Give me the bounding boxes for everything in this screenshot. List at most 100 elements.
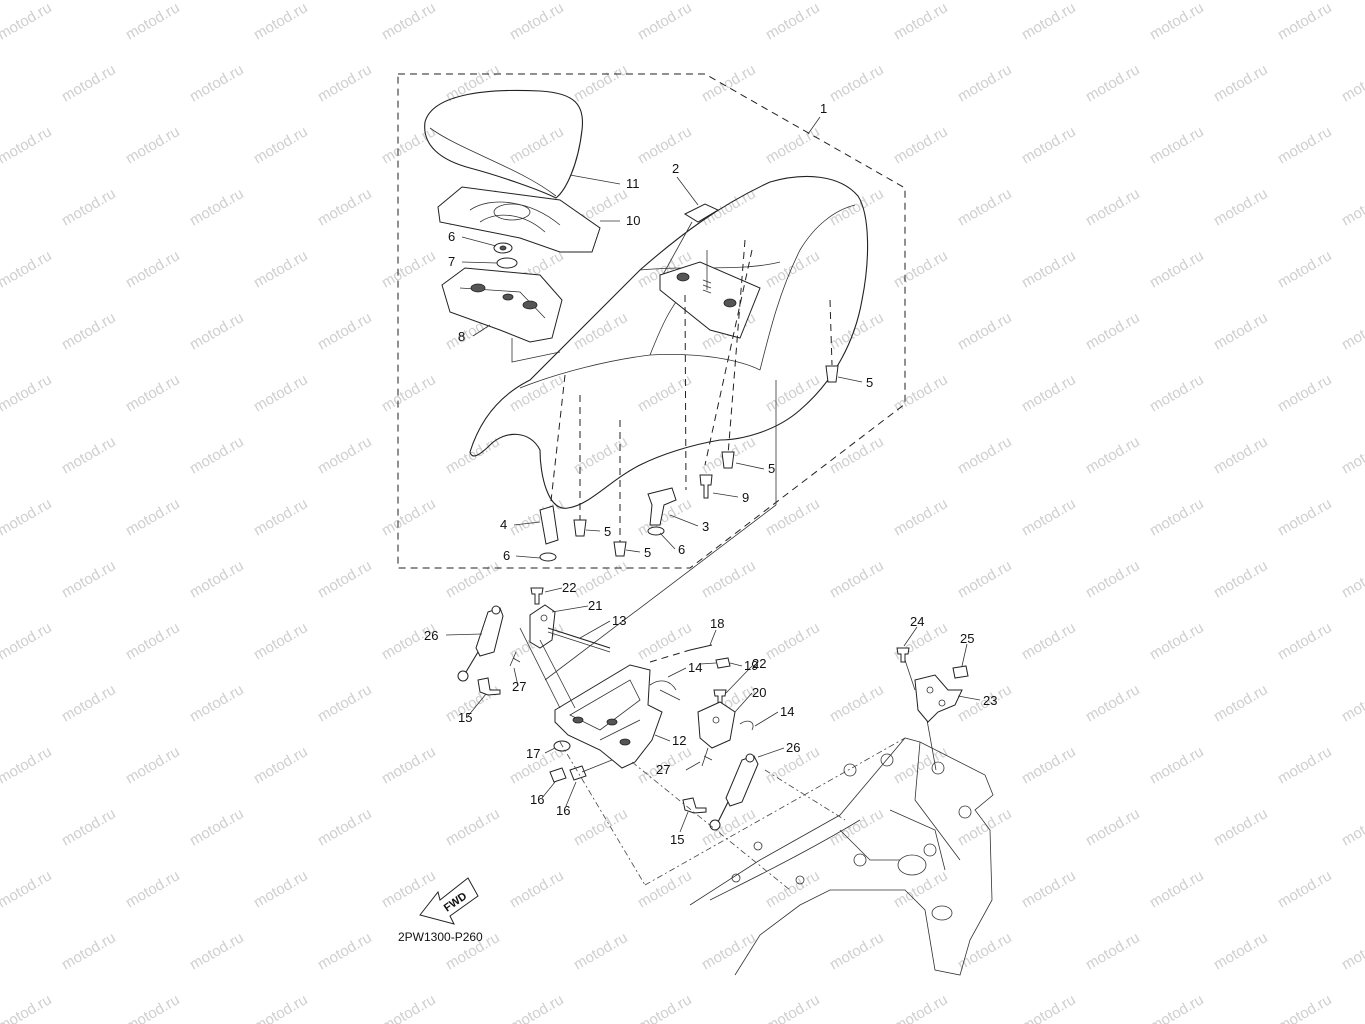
watermark-text: motod.ru bbox=[891, 495, 951, 539]
watermark-text: motod.ru bbox=[571, 929, 631, 973]
watermark-text: motod.ru bbox=[187, 929, 247, 973]
bolt-24 bbox=[896, 647, 910, 663]
callout-9: 9 bbox=[742, 490, 749, 505]
watermark-text: motod.ru bbox=[315, 433, 375, 477]
watermark-text: motod.ru bbox=[0, 991, 55, 1024]
callout-15-right: 15 bbox=[670, 832, 684, 847]
seat-bumper-5a bbox=[825, 365, 839, 383]
watermark-text: motod.ru bbox=[1147, 743, 1207, 787]
watermark-text: motod.ru bbox=[59, 929, 119, 973]
callout-19: 19 bbox=[744, 658, 758, 673]
watermark-text: motod.ru bbox=[699, 557, 759, 601]
callout-leaders bbox=[445, 116, 981, 833]
watermark-text: motod.ru bbox=[1019, 247, 1079, 291]
callout-6-bracket4: 6 bbox=[503, 548, 510, 563]
callout-6-bracket3: 6 bbox=[678, 542, 685, 557]
watermark-text: motod.ru bbox=[123, 619, 183, 663]
watermark-text: motod.ru bbox=[1275, 123, 1335, 167]
watermark-text: motod.ru bbox=[59, 61, 119, 105]
watermark-text: motod.ru bbox=[1339, 185, 1365, 229]
watermark-text: motod.ru bbox=[1019, 619, 1079, 663]
watermark-text: motod.ru bbox=[507, 495, 567, 539]
callout-labels: 1 2 11 10 6 7 8 5 5 9 3 4 5 5 6 6 22 21 … bbox=[424, 101, 997, 847]
watermark-text: motod.ru bbox=[59, 433, 119, 477]
watermark-text: motod.ru bbox=[571, 557, 631, 601]
watermark-text: motod.ru bbox=[827, 61, 887, 105]
watermark-text: motod.ru bbox=[955, 433, 1015, 477]
watermark-text: motod.ru bbox=[251, 867, 311, 911]
watermark-text: motod.ru bbox=[635, 619, 695, 663]
watermark-text: motod.ru bbox=[315, 557, 375, 601]
grab-strap bbox=[683, 203, 720, 223]
callout-12: 12 bbox=[672, 733, 686, 748]
watermark-text: motod.ru bbox=[379, 991, 439, 1024]
watermark-text: motod.ru bbox=[1275, 371, 1335, 415]
vehicle-frame bbox=[689, 737, 994, 976]
watermark-text: motod.ru bbox=[379, 0, 439, 43]
watermark-text: motod.ru bbox=[955, 185, 1015, 229]
seat-bracket-4 bbox=[539, 505, 559, 545]
watermark-text: motod.ru bbox=[0, 0, 55, 43]
watermark-text: motod.ru bbox=[955, 929, 1015, 973]
watermark-text: motod.ru bbox=[1339, 681, 1365, 725]
watermark-text: motod.ru bbox=[1083, 61, 1143, 105]
watermark-text: motod.ru bbox=[1147, 247, 1207, 291]
watermark-text: motod.ru bbox=[1339, 309, 1365, 353]
callout-10: 10 bbox=[626, 213, 640, 228]
callout-26-left: 26 bbox=[424, 628, 438, 643]
callout-27-left: 27 bbox=[512, 679, 526, 694]
watermark-text: motod.ru bbox=[891, 743, 951, 787]
watermark-text: motod.ru bbox=[187, 433, 247, 477]
watermark-text: motod.ru bbox=[1147, 867, 1207, 911]
watermark-text: motod.ru bbox=[315, 681, 375, 725]
nut-16-left bbox=[549, 767, 567, 783]
watermark-text: motod.ru bbox=[0, 371, 55, 415]
watermark-text: motod.ru bbox=[1019, 495, 1079, 539]
callout-1: 1 bbox=[820, 101, 827, 116]
watermark-text: motod.ru bbox=[123, 867, 183, 911]
watermark-text: motod.ru bbox=[379, 371, 439, 415]
watermark-text: motod.ru bbox=[699, 61, 759, 105]
callout-2: 2 bbox=[672, 161, 679, 176]
callout-22-right: 22 bbox=[752, 656, 766, 671]
watermark-text: motod.ru bbox=[635, 123, 695, 167]
backrest-pad bbox=[424, 89, 584, 199]
watermark-text: motod.ru bbox=[891, 371, 951, 415]
watermark-text: motod.ru bbox=[571, 805, 631, 849]
watermark-text: motod.ru bbox=[891, 0, 951, 43]
watermark-text: motod.ru bbox=[251, 495, 311, 539]
nut-25 bbox=[952, 665, 969, 679]
watermark-text: motod.ru bbox=[0, 247, 55, 291]
watermark-text: motod.ru bbox=[763, 371, 823, 415]
watermark-text: motod.ru bbox=[1147, 619, 1207, 663]
watermark-text: motod.ru bbox=[955, 309, 1015, 353]
watermark-text: motod.ru bbox=[1211, 805, 1271, 849]
callout-4: 4 bbox=[500, 517, 507, 532]
callout-14-top: 14 bbox=[688, 660, 702, 675]
watermark-text: motod.ru bbox=[1275, 619, 1335, 663]
watermark-text: motod.ru bbox=[59, 805, 119, 849]
watermark-text: motod.ru bbox=[1211, 929, 1271, 973]
watermark-text: motod.ru bbox=[1275, 743, 1335, 787]
watermark-text: motod.ru bbox=[59, 557, 119, 601]
watermark-text: motod.ru bbox=[1339, 61, 1365, 105]
callout-11: 11 bbox=[626, 176, 640, 191]
watermark-text: motod.ru bbox=[1083, 805, 1143, 849]
watermark-text: motod.ru bbox=[827, 557, 887, 601]
watermark-text: motod.ru bbox=[123, 743, 183, 787]
watermark-text: motod.ru bbox=[123, 0, 183, 43]
watermark-text: motod.ru bbox=[1083, 557, 1143, 601]
watermark-text: motod.ru bbox=[59, 309, 119, 353]
callout-20: 20 bbox=[752, 685, 766, 700]
watermark-text: motod.ru bbox=[1275, 991, 1335, 1024]
watermark-text: motod.ru bbox=[507, 371, 567, 415]
watermark-text: motod.ru bbox=[1339, 433, 1365, 477]
watermark-text: motod.ru bbox=[1147, 371, 1207, 415]
bolt-22-left bbox=[530, 587, 544, 605]
callout-5a: 5 bbox=[866, 375, 873, 390]
watermark-text: motod.ru bbox=[379, 495, 439, 539]
pin-27-left bbox=[509, 651, 521, 667]
watermark-text: motod.ru bbox=[635, 867, 695, 911]
gas-strut-26-left bbox=[475, 607, 504, 657]
